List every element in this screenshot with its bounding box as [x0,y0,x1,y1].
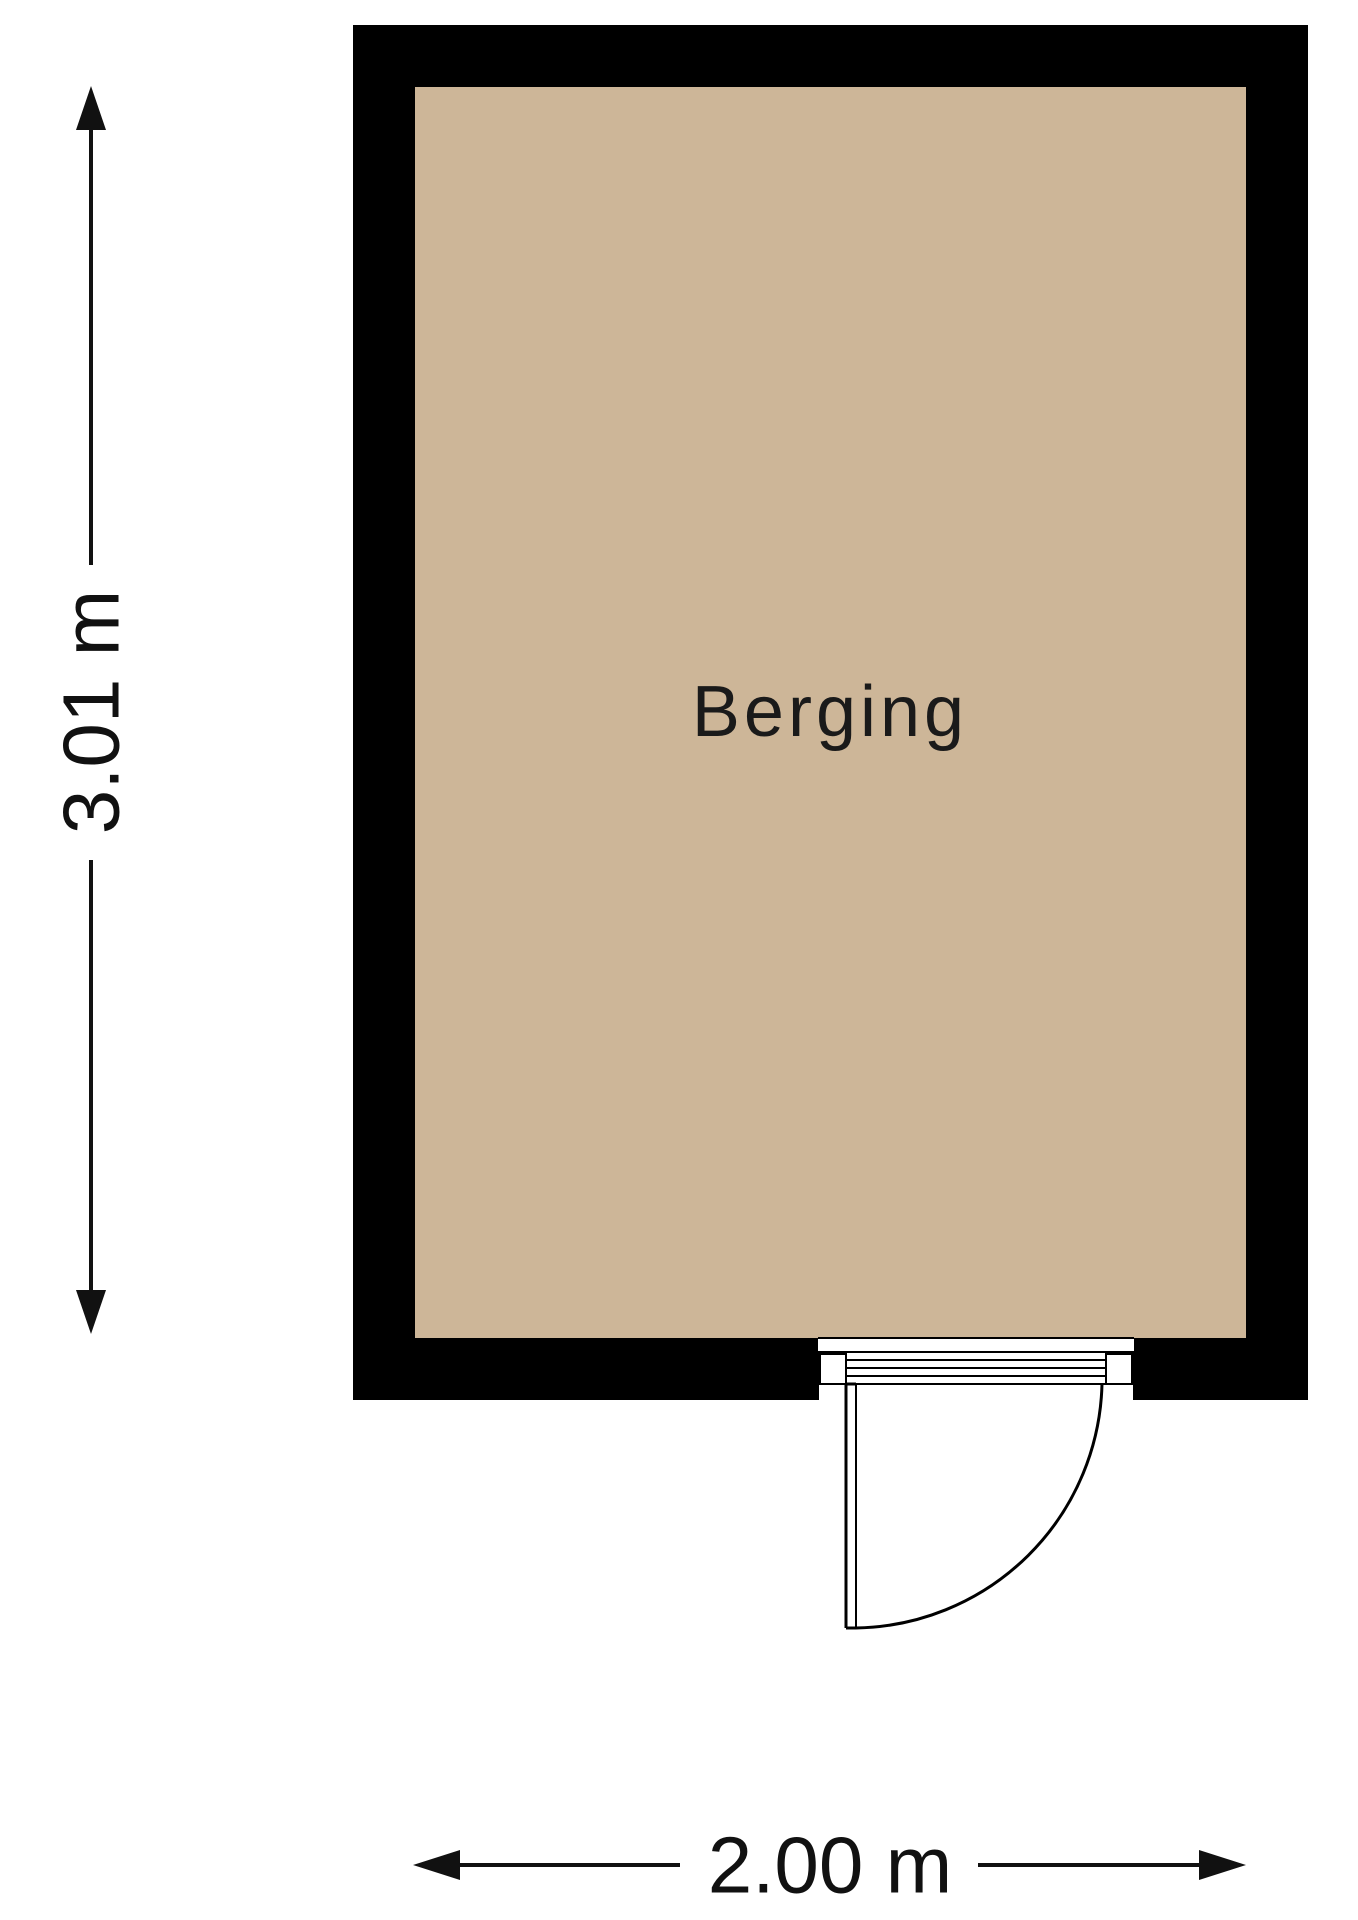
width-dimension-label: 2.00 m [708,1821,953,1910]
arrow-right-icon [1199,1850,1246,1880]
arrow-down-icon [76,1290,106,1334]
arrow-up-icon [76,86,106,130]
room-label: Berging [692,672,968,752]
room-floor [415,87,1246,1338]
arrow-left-icon [413,1850,460,1880]
width-dimension: 2.00 m [413,1821,1246,1910]
height-dimension: 3.01 m [47,86,136,1334]
door-swing [844,1382,1104,1630]
door-opening [817,1337,1135,1400]
height-dimension-label: 3.01 m [47,590,136,835]
